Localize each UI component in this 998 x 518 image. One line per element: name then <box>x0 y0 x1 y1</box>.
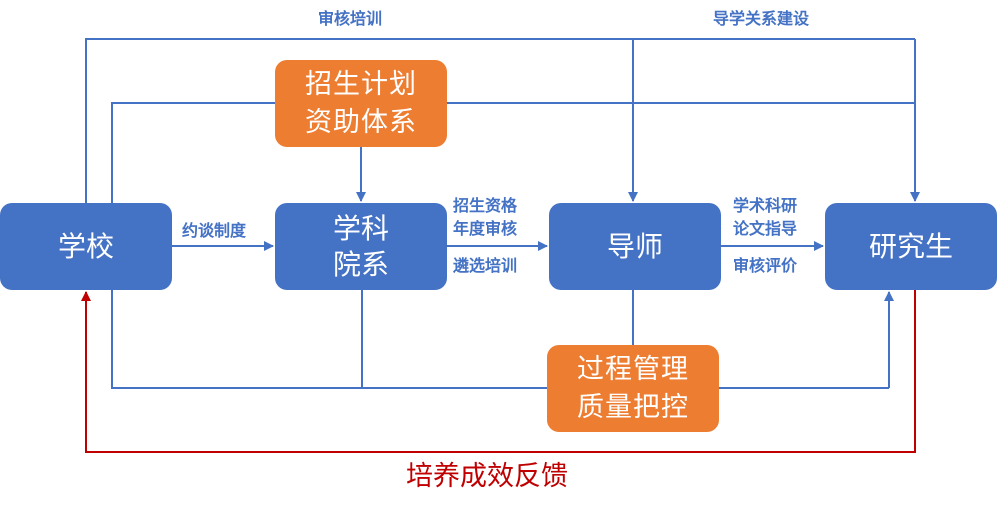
node-department: 学科 院系 <box>275 203 447 290</box>
label-mentor-relationship: 导学关系建设 <box>713 9 810 28</box>
label-review-training: 审核培训 <box>318 9 383 28</box>
node-student: 研究生 <box>825 203 997 290</box>
label-thesis-guidance: 论文指导 <box>733 219 798 238</box>
node-supervisor-label: 导师 <box>606 229 663 263</box>
label-interview-system: 约谈制度 <box>182 221 247 240</box>
node-enrollment-plan: 招生计划 资助体系 <box>275 60 447 147</box>
node-department-label: 学科 院系 <box>332 211 389 281</box>
label-academic-research: 学术科研 <box>733 196 798 215</box>
node-process-management: 过程管理 质量把控 <box>547 345 719 432</box>
label-feedback: 培养成效反馈 <box>406 461 568 492</box>
line-enrollment-plan <box>111 102 915 203</box>
line-review-training <box>85 38 915 203</box>
node-supervisor: 导师 <box>549 203 721 290</box>
node-school-label: 学校 <box>57 229 114 263</box>
label-selection-training: 遴选培训 <box>453 256 518 275</box>
node-school: 学校 <box>0 203 172 290</box>
label-annual-review: 年度审核 <box>453 219 518 238</box>
label-enrollment-qualification: 招生资格 <box>453 196 518 215</box>
line-feedback <box>81 290 916 453</box>
line-process-management <box>111 290 889 389</box>
node-student-label: 研究生 <box>868 229 953 263</box>
label-review-evaluation: 审核评价 <box>733 256 798 275</box>
node-process-management-label: 过程管理 质量把控 <box>577 353 689 423</box>
node-enrollment-plan-label: 招生计划 资助体系 <box>305 68 417 138</box>
